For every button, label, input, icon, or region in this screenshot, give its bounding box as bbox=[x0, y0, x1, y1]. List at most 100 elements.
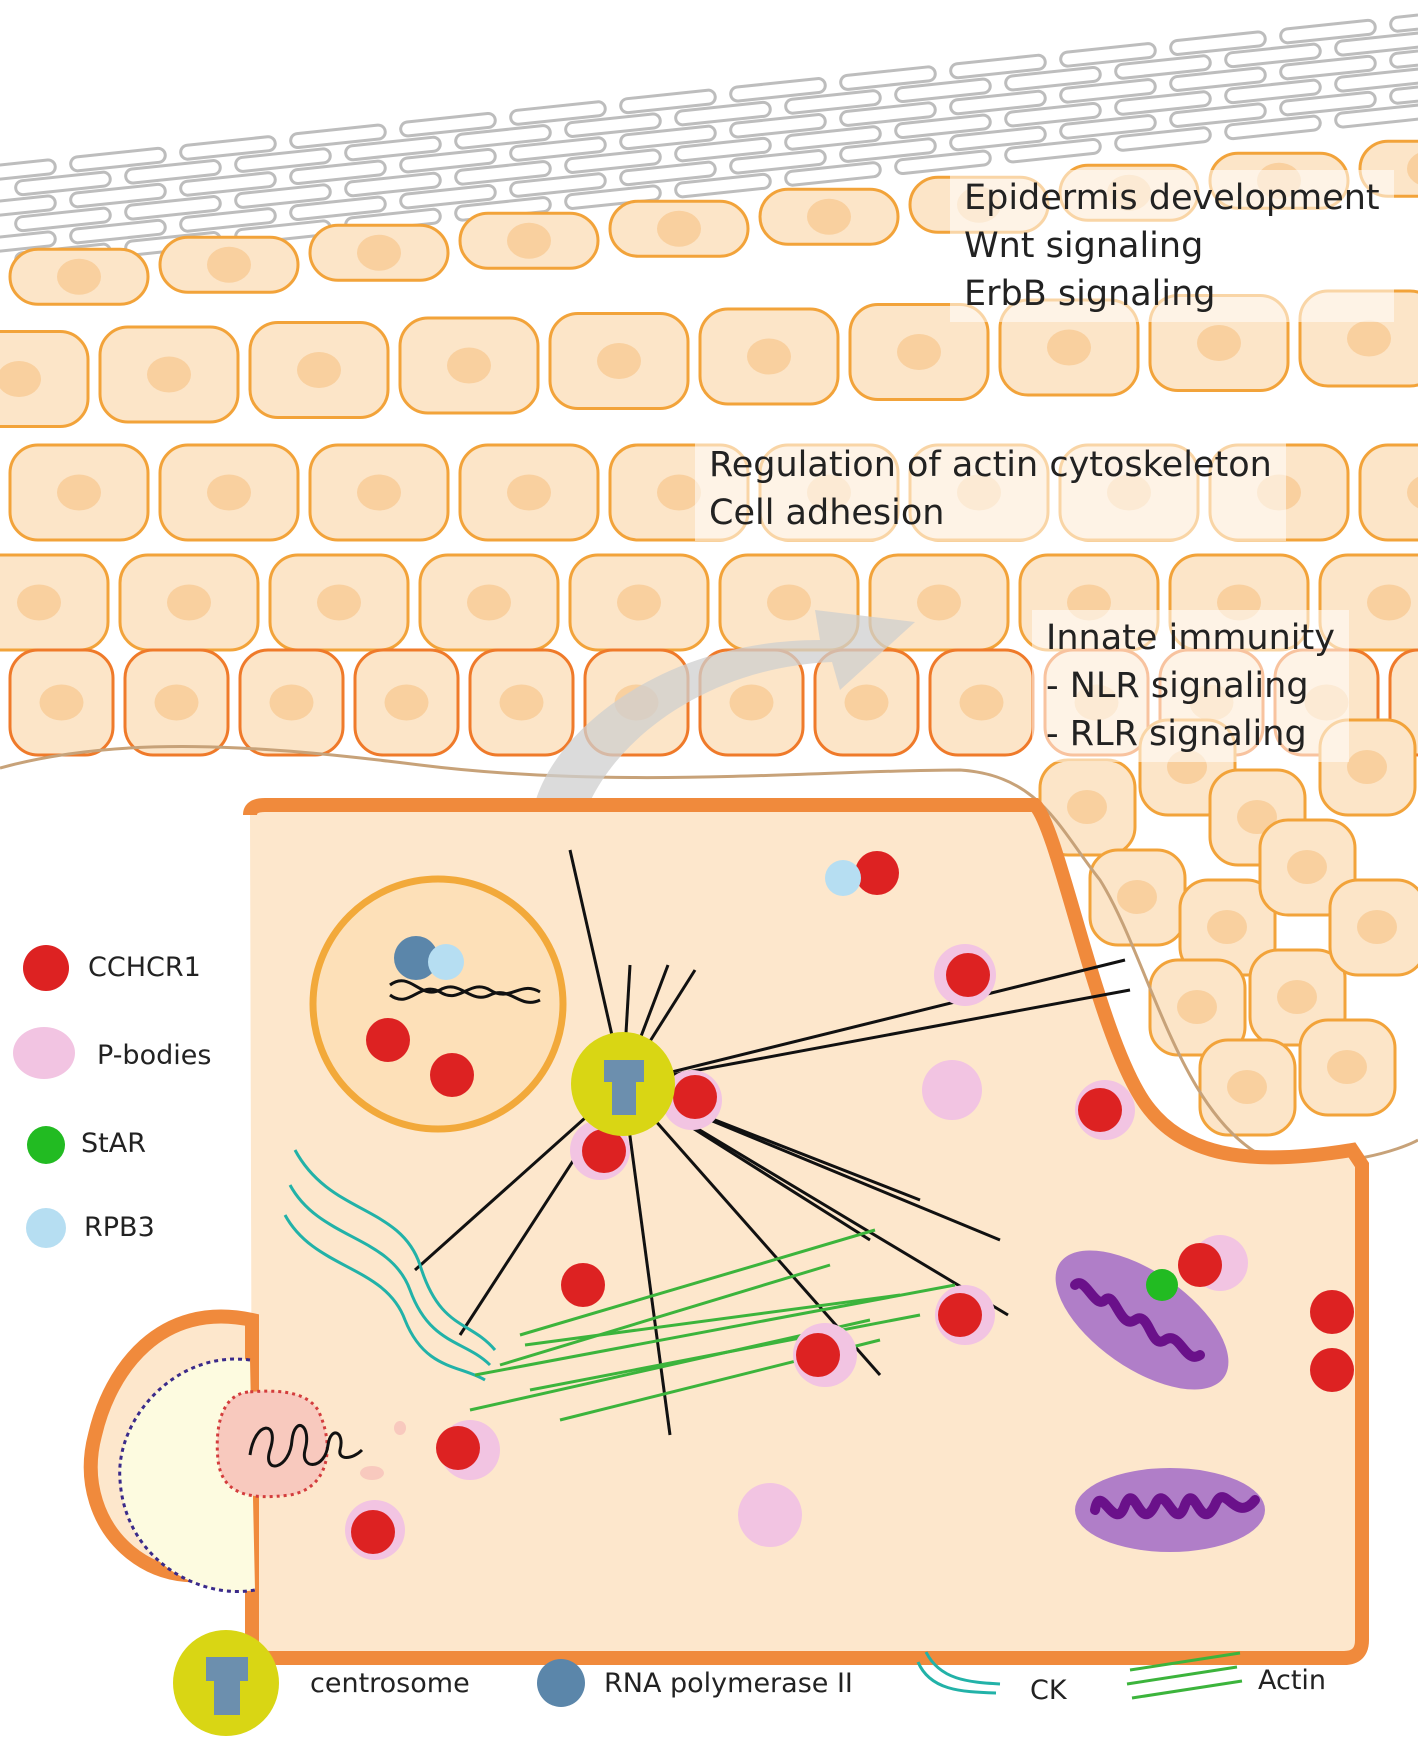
cell-nucleus bbox=[1287, 850, 1327, 884]
corneocyte bbox=[564, 184, 662, 210]
corneocyte bbox=[344, 171, 442, 198]
cell-nucleus bbox=[1117, 880, 1157, 914]
cell-nucleus bbox=[897, 334, 941, 370]
corneocyte bbox=[69, 182, 167, 209]
cell-nucleus bbox=[357, 474, 401, 511]
corneocyte bbox=[1334, 31, 1418, 57]
corneocyte bbox=[1279, 18, 1377, 45]
cell-nucleus bbox=[959, 684, 1004, 721]
cytokeratin-filaments bbox=[283, 1149, 497, 1382]
cell-nucleus bbox=[1407, 476, 1418, 509]
cell-nucleus bbox=[1347, 750, 1387, 784]
corneocyte bbox=[949, 53, 1047, 80]
stratum-corneum bbox=[0, 7, 1418, 269]
microtubule bbox=[621, 1083, 672, 1436]
cell-nucleus bbox=[1237, 800, 1277, 834]
cytokeratin-icon bbox=[916, 1651, 1001, 1695]
cchcr1-dot bbox=[1178, 1243, 1222, 1287]
corneocyte bbox=[289, 159, 387, 186]
corneocyte bbox=[289, 195, 387, 222]
corneocyte bbox=[1389, 79, 1418, 105]
corneocyte bbox=[949, 89, 1047, 116]
corneocyte bbox=[674, 136, 772, 163]
viral-fragment bbox=[360, 1466, 384, 1480]
cchcr1-dot bbox=[351, 1510, 395, 1554]
corneocyte bbox=[949, 125, 1047, 152]
corneocyte bbox=[1334, 67, 1418, 93]
cell-nucleus bbox=[467, 584, 511, 621]
legend-label-cchcr1: CCHCR1 bbox=[88, 952, 201, 983]
cell-nucleus bbox=[1347, 320, 1391, 357]
cchcr1-dot bbox=[561, 1263, 605, 1307]
legend-label-centrosome: centrosome bbox=[310, 1668, 470, 1699]
cell-nucleus bbox=[1207, 910, 1247, 944]
corneocyte bbox=[1114, 90, 1212, 116]
cchcr1-dot bbox=[855, 851, 899, 895]
corneocyte bbox=[14, 206, 112, 233]
viral-rna bbox=[248, 1424, 364, 1468]
corneocyte bbox=[839, 137, 937, 163]
corneocyte bbox=[894, 77, 992, 104]
centrosome bbox=[571, 1032, 675, 1136]
corneocyte bbox=[399, 147, 497, 174]
cchcr1-legend-icon bbox=[23, 945, 69, 991]
cell-nucleus bbox=[39, 684, 84, 721]
cell-nucleus bbox=[57, 258, 101, 295]
cytokeratin-filament bbox=[293, 1149, 497, 1351]
nucleus bbox=[309, 875, 567, 1133]
corneocyte bbox=[1279, 90, 1377, 117]
corneocyte bbox=[454, 160, 552, 186]
cell-nucleus bbox=[844, 684, 889, 721]
cell-nucleus bbox=[657, 474, 701, 511]
cell-nucleus bbox=[1047, 329, 1091, 366]
corneocyte bbox=[784, 89, 882, 115]
corneocyte bbox=[0, 230, 57, 256]
corneocyte bbox=[179, 135, 277, 161]
cell-nucleus bbox=[1357, 910, 1397, 944]
p-body bbox=[922, 1060, 982, 1120]
rna-polymerase-dot bbox=[394, 936, 438, 980]
pathway-label: ErbB signaling bbox=[964, 274, 1216, 314]
corneocyte bbox=[674, 172, 772, 199]
cchcr1-dot bbox=[436, 1426, 480, 1470]
cell-nucleus bbox=[747, 338, 791, 375]
p-bodies-legend-icon bbox=[13, 1027, 75, 1079]
cell-nucleus bbox=[357, 234, 401, 271]
cell-nucleus bbox=[57, 474, 101, 511]
actin-filament bbox=[519, 1228, 876, 1337]
cell-nucleus bbox=[1197, 325, 1241, 361]
mitochondrion-2 bbox=[1075, 1468, 1265, 1552]
viral-fragment bbox=[394, 1421, 406, 1435]
corneocyte bbox=[564, 112, 662, 138]
corneocyte bbox=[454, 124, 552, 150]
corneocyte bbox=[1004, 101, 1102, 128]
corneocyte bbox=[619, 88, 717, 115]
protein-dots bbox=[345, 851, 1354, 1560]
cell-nucleus bbox=[297, 352, 341, 388]
actin-icon bbox=[1126, 1651, 1243, 1700]
cell-nucleus bbox=[1227, 1070, 1267, 1104]
pathway-label: Regulation of actin cytoskeleton bbox=[709, 445, 1272, 485]
cytokeratin-filament bbox=[288, 1184, 492, 1367]
legend-label-star: StAR bbox=[81, 1128, 146, 1159]
legend-bottom-icons bbox=[173, 1630, 1243, 1736]
corneocyte bbox=[1059, 78, 1157, 104]
corneocyte bbox=[0, 194, 57, 220]
actin-filament bbox=[499, 1263, 831, 1367]
corneocyte bbox=[1059, 42, 1157, 68]
cell-nucleus bbox=[1367, 584, 1411, 621]
corneocyte bbox=[564, 148, 662, 174]
cell-nucleus bbox=[807, 198, 851, 235]
corneocyte bbox=[234, 183, 332, 209]
corneocyte bbox=[1224, 78, 1322, 105]
cchcr1-dot bbox=[366, 1018, 410, 1062]
cell-nucleus bbox=[917, 584, 961, 621]
corneocyte bbox=[509, 100, 607, 126]
corneocyte bbox=[69, 146, 167, 173]
corneocyte bbox=[14, 170, 112, 197]
cell-nucleus bbox=[0, 361, 41, 397]
corneocyte bbox=[1169, 102, 1267, 128]
rpb3-legend-icon bbox=[26, 1208, 66, 1248]
cell-nucleus bbox=[17, 584, 61, 621]
cell-nucleus bbox=[207, 474, 251, 511]
